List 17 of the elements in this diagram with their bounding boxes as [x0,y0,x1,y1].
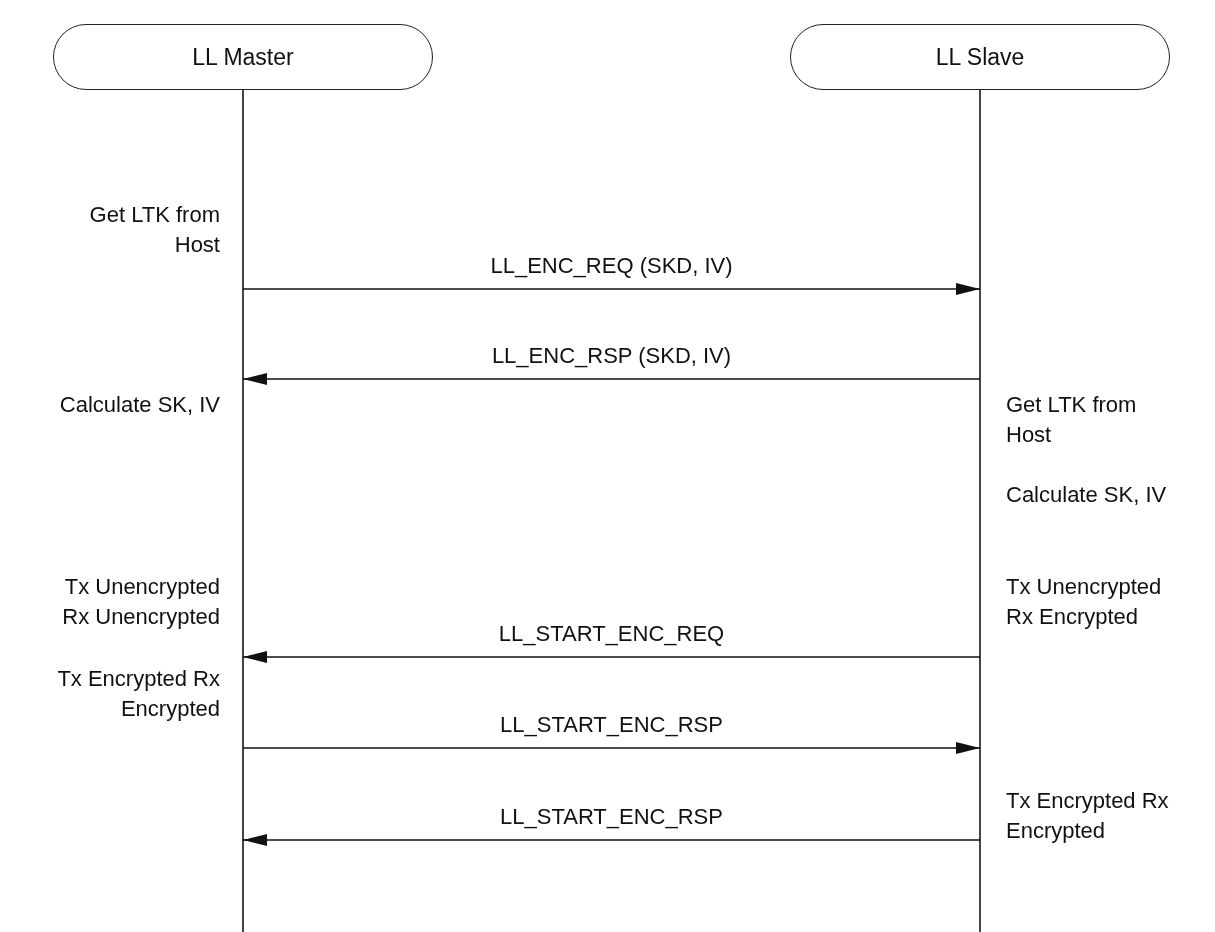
state-note: Tx Unencrypted Rx Unencrypted [61,573,220,631]
message-arrow [242,834,981,846]
state-note: Calculate SK, IV [58,391,220,419]
message-arrow [242,283,981,295]
participant-box: LL Slave [790,24,1170,90]
state-note: Tx Encrypted Rx Encrypted [1006,787,1170,845]
state-note: Tx Unencrypted Rx Encrypted [1006,573,1163,631]
participant-box: LL Master [53,24,433,90]
state-note: Calculate SK, IV [1006,481,1168,509]
message-arrow [242,373,981,385]
message-arrow [242,651,981,663]
state-note: Get LTK from Host [88,201,220,259]
participant-lifeline [53,24,433,932]
state-note: Tx Encrypted Rx Encrypted [56,665,220,723]
participant-lifeline [790,24,1170,932]
state-note: Get LTK from Host [1006,391,1138,449]
message-arrow [242,742,981,754]
